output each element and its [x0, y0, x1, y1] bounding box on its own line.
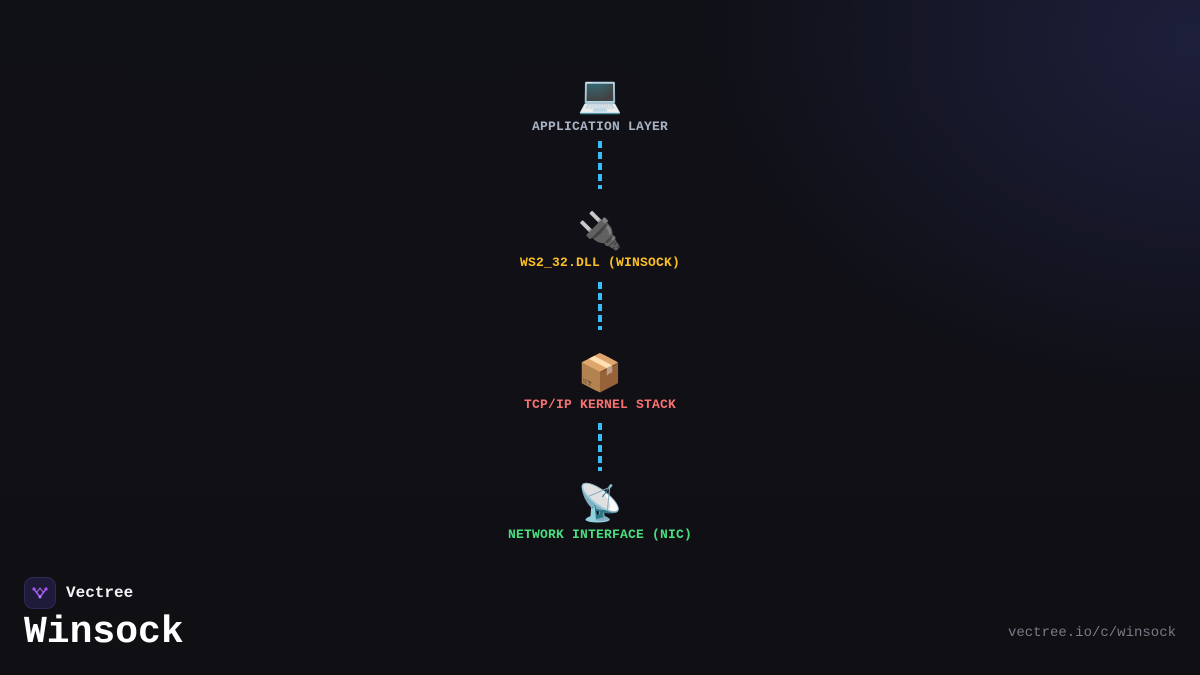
- satellite-antenna-icon: 📡: [577, 483, 623, 524]
- layer-label-nic: NETWORK INTERFACE (NIC): [507, 527, 693, 542]
- layer-node-tcpip: 📦 TCP/IP KERNEL STACK: [400, 354, 800, 414]
- page-title: Winsock: [24, 611, 184, 654]
- layer-node-nic: 📡 NETWORK INTERFACE (NIC): [400, 484, 800, 544]
- connector-line: [598, 423, 602, 471]
- laptop-icon: 💻: [577, 75, 623, 116]
- vectree-logo-icon: [24, 577, 56, 609]
- layer-label-application: APPLICATION LAYER: [531, 119, 669, 134]
- brand: Vectree: [24, 577, 133, 609]
- vectree-logo-mark: [32, 587, 48, 599]
- layer-node-winsock: 🔌 WS2_32.DLL (WINSOCK): [400, 212, 800, 272]
- layer-label-tcpip: TCP/IP KERNEL STACK: [523, 397, 677, 412]
- brand-name: Vectree: [66, 584, 134, 602]
- connector-line: [598, 141, 602, 189]
- page-url: vectree.io/c/winsock: [1007, 625, 1176, 641]
- electric-plug-icon: 🔌: [577, 211, 623, 252]
- layer-label-winsock: WS2_32.DLL (WINSOCK): [519, 255, 681, 270]
- connector-line: [598, 282, 602, 330]
- package-icon: 📦: [577, 353, 623, 394]
- layer-node-application: 💻 APPLICATION LAYER: [400, 76, 800, 136]
